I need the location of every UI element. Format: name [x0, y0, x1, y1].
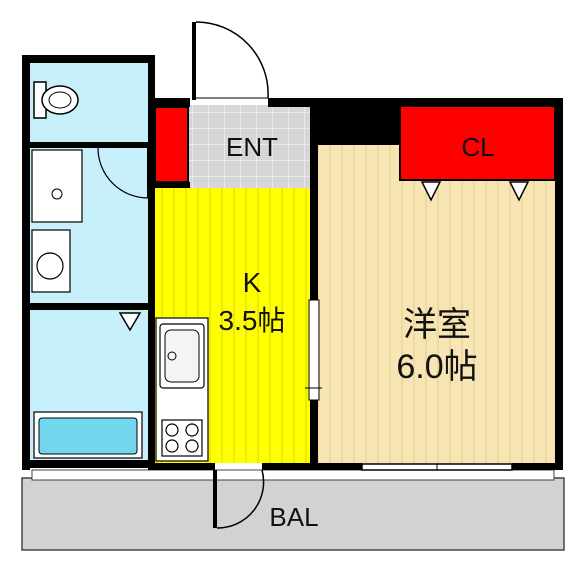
- shoe-storage-block: [154, 106, 189, 183]
- kitchen-name-label: K: [243, 267, 262, 298]
- western-room-size-label: 6.0帖: [396, 348, 477, 386]
- wash-basin: [31, 229, 71, 293]
- closet-block: [399, 104, 556, 181]
- closet-label: CL: [461, 132, 494, 162]
- balcony-door: [213, 469, 265, 529]
- partition-door: [305, 299, 322, 401]
- stove: [161, 419, 203, 457]
- entrance-door: [192, 21, 269, 100]
- western-room-name-label: 洋室: [403, 306, 471, 344]
- washing-machine: [31, 149, 83, 223]
- bathroom-door-marker: [118, 312, 142, 332]
- balcony-label: BAL: [269, 502, 318, 532]
- window: [361, 463, 513, 471]
- closet-doors: [420, 179, 540, 202]
- balcony: [21, 469, 565, 551]
- entrance-floor: [188, 105, 310, 188]
- washroom-door: [97, 147, 149, 199]
- kitchen-sink: [159, 323, 205, 389]
- bathtub: [33, 411, 143, 459]
- toilet: [33, 81, 79, 119]
- kitchen-size-label: 3.5帖: [219, 305, 286, 336]
- western-room-floor: [318, 145, 555, 467]
- entrance-label: ENT: [226, 132, 278, 162]
